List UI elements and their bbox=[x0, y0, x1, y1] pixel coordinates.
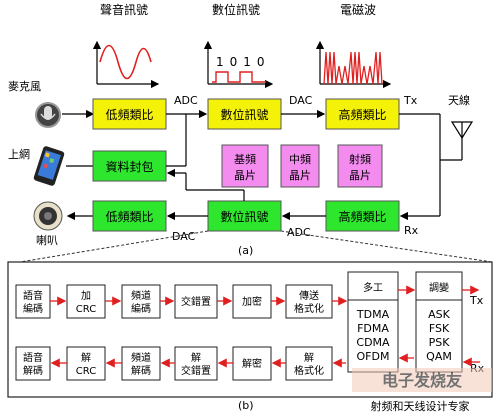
speaker-label: 喇叭 bbox=[36, 233, 58, 247]
tx-row: 語音 編碼 加 CRC 頻道 編碼 交錯置 加密 傳送 格式化 bbox=[15, 284, 333, 319]
rf-chip bbox=[337, 144, 383, 188]
tx-box-add-crc bbox=[66, 284, 106, 319]
rx-box-channel-decode-l2: 解碼 bbox=[131, 364, 151, 377]
multiplex-box bbox=[347, 271, 399, 373]
em-wave-label: 電磁波 bbox=[340, 2, 376, 17]
rx-box-voice-decode-l1: 語音 bbox=[23, 351, 43, 364]
rx-box-deformat-l1: 解 bbox=[304, 351, 314, 364]
tx-box-interleave-l1: 交錯置 bbox=[181, 295, 211, 308]
tx-box-channel-encode-l1: 頻道 bbox=[131, 289, 151, 302]
tx-box-tx-format-l1: 傳送 bbox=[299, 289, 319, 302]
tx-box-channel-encode-l2: 編碼 bbox=[131, 302, 151, 315]
bottom-panel-frame bbox=[7, 261, 493, 398]
dac-top-label: DAC bbox=[289, 94, 313, 107]
dsp-bottom-block bbox=[207, 200, 282, 232]
if-chip bbox=[280, 144, 320, 188]
tx-box-add-crc-l1: 加 bbox=[81, 290, 91, 302]
rx-box-remove-crc-l1: 解 bbox=[81, 351, 91, 364]
tx-top-label: Tx bbox=[403, 94, 418, 107]
tx-box-tx-format-l2: 格式化 bbox=[294, 302, 324, 315]
adc-bottom-label: ADC bbox=[287, 226, 311, 239]
rx-box-remove-crc bbox=[66, 346, 106, 381]
modulation-item-2: PSK bbox=[429, 336, 451, 349]
tx-box-add-crc-l2: CRC bbox=[76, 304, 96, 315]
tx-box-channel-encode bbox=[121, 284, 161, 319]
tx-box-voice-encode-l2: 編碼 bbox=[23, 302, 43, 315]
multiplex-item-2: CDMA bbox=[356, 336, 390, 349]
speaker-icon bbox=[33, 201, 63, 231]
dsp-top-block bbox=[207, 98, 282, 130]
tx-box-voice-encode bbox=[15, 284, 51, 319]
smartphone-icon bbox=[33, 146, 65, 186]
rx-box-channel-decode bbox=[121, 346, 161, 381]
modulation-item-0: ASK bbox=[428, 308, 451, 321]
rx-row: 語音 解碼 解 CRC 頻道 解碼 解 交錯置 解密 解 格式化 bbox=[15, 346, 333, 381]
modulation-box bbox=[415, 271, 463, 373]
tx-box-encrypt bbox=[232, 284, 272, 319]
tx-bottom-label: Tx bbox=[469, 294, 484, 307]
audio-wave-graph bbox=[92, 40, 160, 89]
multiplex-item-3: OFDM bbox=[357, 350, 390, 363]
caption-b: (b) bbox=[238, 399, 254, 412]
lf-analog-top-label: 低頻類比 bbox=[105, 108, 153, 122]
audio-signal-label: 聲音訊號 bbox=[100, 2, 148, 17]
rx-box-deformat-l2: 格式化 bbox=[294, 364, 324, 377]
hf-analog-top-block bbox=[325, 98, 400, 130]
multiplex-item-0: TDMA bbox=[356, 308, 390, 321]
rx-box-deinterleave bbox=[174, 346, 218, 381]
rx-box-remove-crc-l2: CRC bbox=[76, 366, 96, 377]
lf-analog-bottom-block bbox=[92, 200, 167, 232]
data-packet-label: 資料封包 bbox=[105, 160, 153, 174]
rx-top-label: Rx bbox=[404, 224, 419, 237]
rx-box-voice-decode-l2: 解碼 bbox=[23, 364, 43, 377]
dsp-top-label: 數位訊號 bbox=[220, 107, 268, 122]
watermark-logo: 电子发烧友 bbox=[352, 368, 492, 392]
baseband-chip-line2: 晶片 bbox=[234, 169, 256, 182]
digital-wave-graph: 1010 bbox=[203, 40, 274, 89]
em-wave-graph bbox=[315, 40, 392, 89]
baseband-chip-line1: 基頻 bbox=[234, 152, 256, 166]
rx-box-deinterleave-l1: 解 bbox=[191, 351, 201, 364]
phone-label: 上網 bbox=[8, 147, 30, 161]
antenna-label: 天線 bbox=[448, 93, 470, 107]
tx-box-interleave bbox=[174, 284, 218, 319]
mic-label: 麥克風 bbox=[8, 80, 41, 93]
multiplex-title: 多工 bbox=[363, 281, 383, 294]
watermark-logo-text: 电子发烧友 bbox=[382, 371, 463, 390]
watermark-text: 射频和天线设计专家 bbox=[371, 399, 470, 413]
digital-bits: 1010 bbox=[216, 55, 271, 69]
rx-box-channel-decode-l1: 頻道 bbox=[131, 351, 151, 364]
hf-analog-top-label: 高頻類比 bbox=[338, 107, 386, 122]
antenna-icon bbox=[450, 121, 474, 160]
rx-box-decrypt-l1: 解密 bbox=[242, 357, 262, 370]
rf-chip-line1: 射頻 bbox=[349, 152, 371, 166]
rf-chip-line2: 晶片 bbox=[349, 169, 371, 182]
modulation-item-1: FSK bbox=[429, 322, 450, 335]
dsp-bottom-label: 數位訊號 bbox=[220, 209, 268, 224]
caption-a: (a) bbox=[238, 244, 253, 257]
rx-box-decrypt bbox=[232, 346, 272, 381]
modulation-item-3: QAM bbox=[426, 350, 452, 363]
multiplex-item-1: FDMA bbox=[357, 322, 389, 335]
tx-box-voice-encode-l1: 語音 bbox=[23, 289, 43, 302]
rx-box-deinterleave-l2: 交錯置 bbox=[181, 364, 211, 377]
dac-bottom-label: DAC bbox=[172, 230, 196, 243]
hf-analog-bottom-block bbox=[325, 200, 400, 232]
tx-box-encrypt-l1: 加密 bbox=[242, 295, 262, 308]
if-chip-line2: 晶片 bbox=[289, 169, 311, 182]
rx-box-deformat bbox=[285, 346, 333, 381]
baseband-chip bbox=[221, 144, 269, 188]
if-chip-line1: 中頻 bbox=[289, 152, 311, 166]
data-packet-block bbox=[92, 150, 167, 182]
rx-box-voice-decode bbox=[15, 346, 51, 381]
microphone-icon bbox=[35, 102, 61, 128]
lf-analog-bottom-label: 低頻類比 bbox=[105, 210, 153, 224]
tx-box-tx-format bbox=[285, 284, 333, 319]
digital-signal-label: 數位訊號 bbox=[212, 2, 260, 17]
adc-top-label: ADC bbox=[174, 94, 198, 107]
hf-analog-bottom-label: 高頻類比 bbox=[338, 209, 386, 224]
modulation-title: 調變 bbox=[429, 281, 449, 294]
